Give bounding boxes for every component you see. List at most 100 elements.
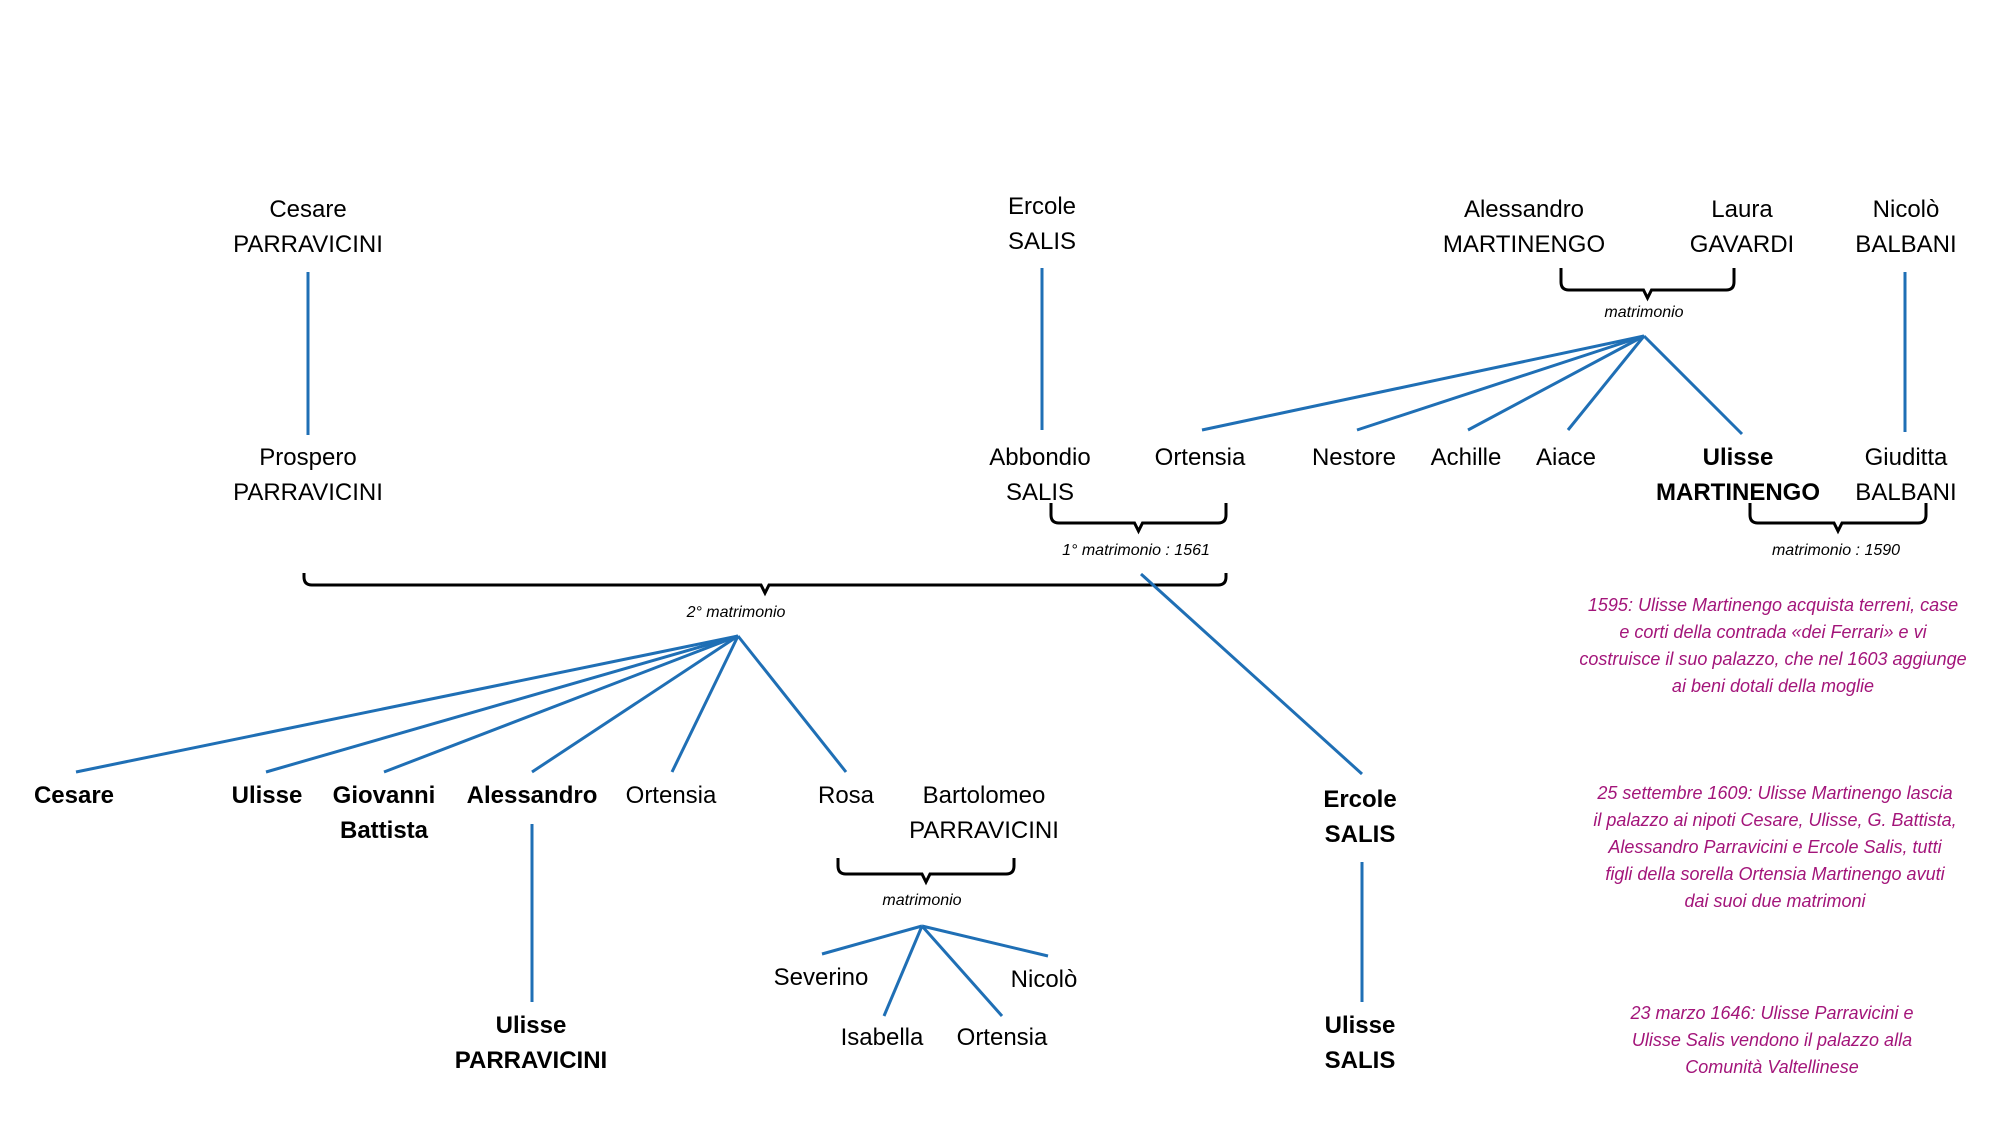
- surname: MARTINENGO: [1442, 231, 1606, 258]
- first-name: Prospero: [259, 444, 357, 471]
- descent-line-martinengo-child-3: [1467, 334, 1645, 432]
- surname: PARRAVICINI: [909, 817, 1059, 844]
- second-name: Battista: [339, 817, 429, 844]
- person-laura-gavardi: Laura GAVARDI: [1690, 192, 1794, 262]
- note-1609: 25 settembre 1609: Ulisse Martinengo las…: [1593, 780, 1956, 915]
- first-name: Ercole: [1323, 786, 1397, 813]
- surname: PARRAVICINI: [233, 479, 383, 506]
- surname: SALIS: [1005, 479, 1075, 506]
- person-ercole-salis-junior: Ercole SALIS: [1323, 782, 1396, 852]
- note-line: 1595: Ulisse Martinengo acquista terreni…: [1587, 595, 1959, 615]
- person-abbondio-salis: Abbondio SALIS: [989, 440, 1090, 510]
- surname: SALIS: [1324, 1047, 1396, 1074]
- first-name: Cesare: [33, 782, 115, 809]
- first-name: Nestore: [1311, 444, 1397, 471]
- first-name: Ulisse: [1702, 444, 1774, 471]
- marriage-label-parravicini-martinengo: 2° matrimonio: [686, 604, 786, 621]
- person-alessandro-parravicini: Alessandro: [467, 778, 598, 813]
- surname: GAVARDI: [1689, 231, 1795, 258]
- descent-line-rosa-child-2: [882, 925, 924, 1017]
- descent-line-martinengo-child-1: [1201, 334, 1645, 432]
- person-nicolo-balbani: Nicolò BALBANI: [1855, 192, 1956, 262]
- person-ortensia-parravicini: Ortensia: [626, 778, 717, 813]
- person-giuditta-balbani: Giuditta BALBANI: [1855, 440, 1956, 510]
- person-ortensia-martinengo: Ortensia: [1155, 440, 1246, 475]
- marriage-bracket-salis-martinengo: [1049, 503, 1228, 535]
- first-name: Ulisse: [495, 1012, 567, 1039]
- note-line: Alessandro Parravicini e Ercole Salis, t…: [1608, 837, 1942, 857]
- person-aiace: Aiace: [1536, 440, 1596, 475]
- surname: PARRAVICINI: [233, 231, 383, 258]
- surname: BALBANI: [1855, 479, 1957, 506]
- first-name: Ortensia: [1154, 444, 1246, 471]
- person-ulisse-parravicini: Ulisse PARRAVICINI: [455, 1008, 607, 1078]
- first-name: Nicolò: [1010, 966, 1078, 993]
- note-1646: 23 marzo 1646: Ulisse Parravicini e Ulis…: [1630, 1000, 1913, 1081]
- note-line: ai beni dotali della moglie: [1671, 676, 1875, 696]
- descent-line-martinengo-child-2: [1356, 334, 1645, 432]
- marriage-bracket-parravicini-martinengo: [302, 573, 1228, 597]
- first-name: Severino: [773, 964, 869, 991]
- descent-line-second-marriage-child-1: [75, 634, 739, 774]
- first-name: Laura: [1711, 196, 1773, 223]
- note-line: figli della sorella Ortensia Martinengo …: [1605, 864, 1945, 884]
- note-line: Ulisse Salis vendono il palazzo alla: [1631, 1030, 1913, 1050]
- person-nicolo-child: Nicolò: [1011, 962, 1078, 997]
- first-name: Nicolò: [1872, 196, 1940, 223]
- note-line: 25 settembre 1609: Ulisse Martinengo las…: [1597, 783, 1953, 803]
- surname: SALIS: [1324, 821, 1396, 848]
- surname: PARRAVICINI: [454, 1047, 608, 1074]
- person-severino: Severino: [774, 960, 869, 995]
- person-rosa: Rosa: [818, 778, 874, 813]
- first-name: Ortensia: [625, 782, 717, 809]
- note-line: e corti della contrada «dei Ferrari» e v…: [1619, 622, 1927, 642]
- person-ortensia-grandchild: Ortensia: [957, 1020, 1048, 1055]
- person-ercole-salis-senior: Ercole SALIS: [1008, 189, 1076, 259]
- person-nestore: Nestore: [1312, 440, 1396, 475]
- person-alessandro-martinengo: Alessandro MARTINENGO: [1443, 192, 1605, 262]
- descent-line-second-marriage-child-2: [265, 634, 739, 774]
- person-prospero-parravicini: Prospero PARRAVICINI: [233, 440, 383, 510]
- first-name: Alessandro: [466, 782, 598, 809]
- note-line: Comunità Valtellinese: [1685, 1057, 1859, 1077]
- note-1595: 1595: Ulisse Martinengo acquista terreni…: [1579, 592, 1966, 700]
- note-line: costruisce il suo palazzo, che nel 1603 …: [1579, 649, 1967, 669]
- descent-line-rosa-child-3: [920, 925, 1004, 1017]
- marriage-label-rosa-bartolomeo: matrimonio: [882, 892, 962, 909]
- descent-line-martinengo-child-5: [1642, 334, 1744, 436]
- person-ulisse-martinengo: Ulisse MARTINENGO: [1656, 440, 1820, 510]
- note-line: il palazzo ai nipoti Cesare, Ulisse, G. …: [1593, 810, 1957, 830]
- first-name: Bartolomeo: [922, 782, 1046, 809]
- marriage-bracket-martinengo-gavardi: [1559, 268, 1736, 302]
- descent-line-second-marriage-child-3: [383, 634, 739, 774]
- first-name: Aiace: [1535, 444, 1597, 471]
- first-name: Giuditta: [1864, 444, 1948, 471]
- note-line: 23 marzo 1646: Ulisse Parravicini e: [1630, 1003, 1914, 1023]
- person-isabella: Isabella: [841, 1020, 924, 1055]
- marriage-bracket-rosa-bartolomeo: [836, 858, 1016, 886]
- descent-line-rosa-child-4: [921, 924, 1049, 958]
- marriage-label-martinengo-gavardi: matrimonio: [1604, 304, 1684, 321]
- marriage-bracket-martinengo-balbani: [1748, 503, 1928, 535]
- surname: SALIS: [1007, 228, 1077, 255]
- first-name: Ortensia: [956, 1024, 1048, 1051]
- first-name: Achille: [1430, 444, 1502, 471]
- first-name: Ercole: [1007, 193, 1077, 220]
- marriage-label-salis-martinengo: 1° matrimonio : 1561: [1062, 542, 1210, 559]
- surname: BALBANI: [1855, 231, 1957, 258]
- person-giovanni-battista: Giovanni Battista: [333, 778, 436, 848]
- surname: MARTINENGO: [1656, 479, 1820, 506]
- person-ulisse-parravicini-child: Ulisse: [232, 778, 303, 813]
- first-name: Rosa: [817, 782, 875, 809]
- person-achille: Achille: [1431, 440, 1502, 475]
- first-name: Abbondio: [989, 444, 1091, 471]
- first-name: Ulisse: [231, 782, 303, 809]
- first-name: Cesare: [269, 196, 347, 223]
- person-cesare-parravicini-junior: Cesare: [34, 778, 114, 813]
- descent-line-rosa-child-1: [821, 924, 923, 956]
- first-name: Alessandro: [1463, 196, 1585, 223]
- descent-line-first-marriage-to-ercole: [1139, 572, 1364, 776]
- descent-line-second-marriage-child-6: [736, 635, 848, 773]
